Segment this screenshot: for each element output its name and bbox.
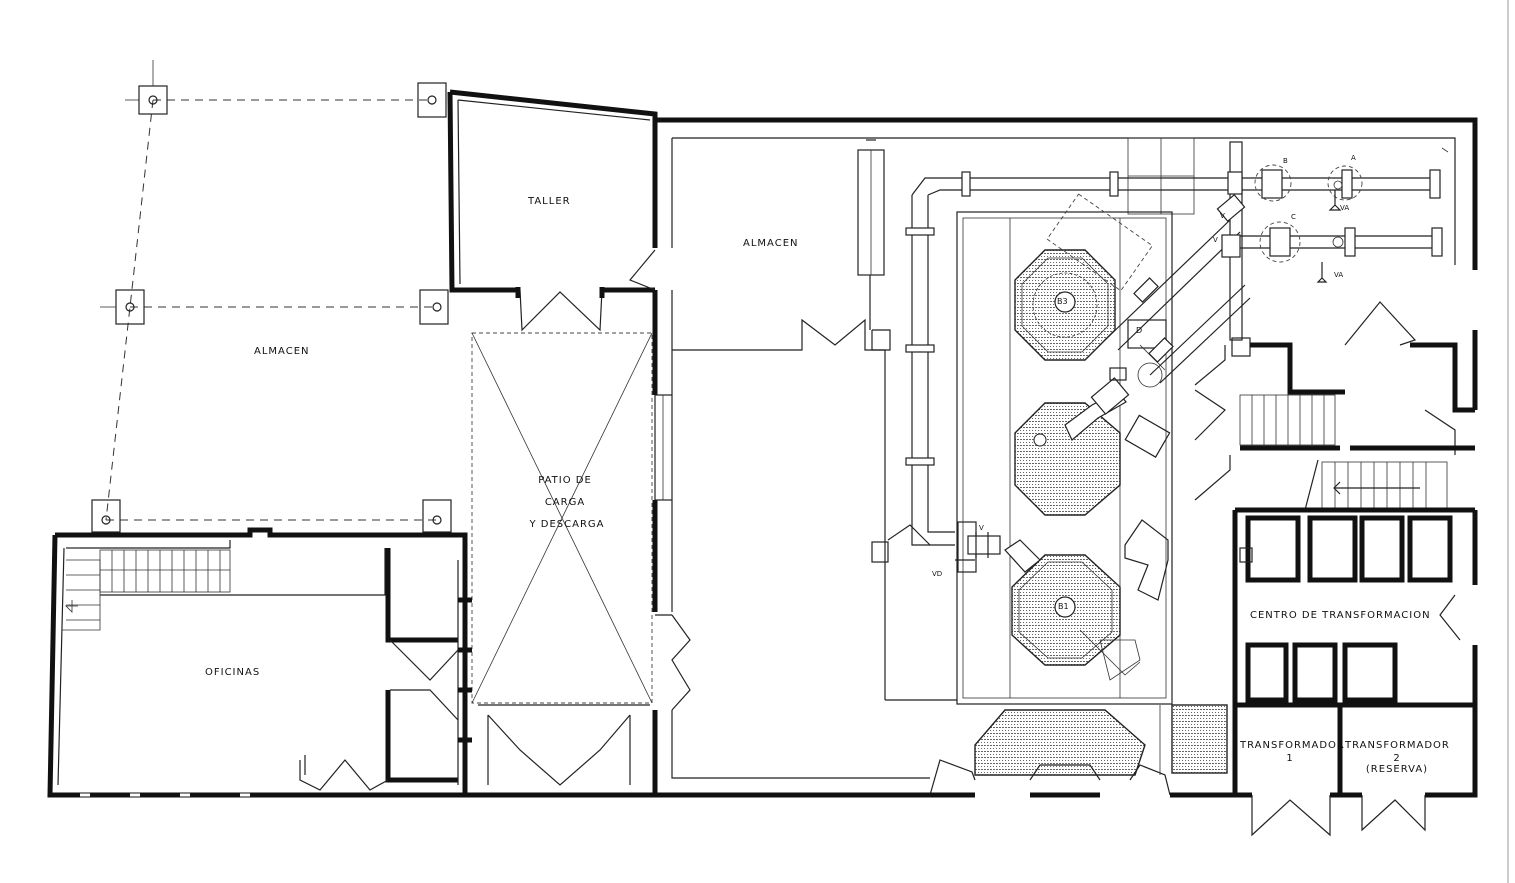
label-transformador-1-num: 1	[1286, 753, 1294, 764]
valve-vd: VD	[932, 570, 943, 578]
label-almacen-left: ALMACEN	[254, 346, 310, 357]
main-building-walls	[629, 117, 1478, 798]
label-patio-2: CARGA	[544, 497, 586, 508]
valve-v2: V	[1213, 236, 1218, 244]
valve-va-top: VA	[1340, 204, 1350, 212]
label-almacen-right: ALMACEN	[743, 238, 799, 249]
almacen-right-internals	[672, 139, 957, 701]
tank-b3-label: B3	[1057, 297, 1068, 306]
marker-a: A	[1351, 154, 1356, 162]
column-1	[125, 60, 168, 115]
marker-d: D	[1136, 326, 1143, 335]
marker-b: B	[1283, 157, 1288, 165]
patio-area	[471, 332, 653, 704]
column-grid	[91, 60, 452, 533]
label-patio-3: Y DESCARGA	[529, 519, 605, 530]
label-transformador-2-num: 2	[1393, 753, 1401, 764]
tank-b1	[1004, 539, 1141, 681]
tank-hall	[956, 211, 1173, 705]
valve-v-bottom: V	[979, 524, 984, 532]
column-5	[91, 499, 121, 533]
label-transformador-2: TRANSFORMADOR	[1345, 740, 1450, 751]
oficinas-room	[47, 527, 472, 798]
tank-b2	[1014, 377, 1130, 516]
label-transformador-2-reserva: (RESERVA)	[1365, 764, 1429, 775]
valve-va-bottom: VA	[1334, 271, 1344, 279]
column-4	[419, 289, 449, 325]
tank-b1-label: B1	[1058, 602, 1069, 611]
label-oficinas: OFICINAS	[205, 667, 261, 678]
label-transformador-1: TRANSFORMADOR	[1240, 740, 1345, 751]
column-3	[100, 289, 145, 325]
service-zone	[1194, 301, 1475, 837]
column-6	[422, 499, 452, 533]
bottom-tanks	[929, 700, 1235, 798]
label-patio-1: PATIO DE	[538, 475, 592, 486]
marker-c: C	[1291, 213, 1296, 221]
stairs-oficinas	[62, 549, 231, 631]
label-centro-transformacion: CENTRO DE TRANSFORMACION	[1250, 610, 1431, 621]
tank-b3	[1014, 249, 1116, 361]
valve-v1: V	[1220, 212, 1225, 220]
label-taller: TALLER	[528, 196, 571, 207]
piping	[905, 141, 1449, 573]
column-2	[417, 82, 447, 118]
taller-room	[447, 89, 658, 332]
patio-doors	[470, 704, 655, 798]
